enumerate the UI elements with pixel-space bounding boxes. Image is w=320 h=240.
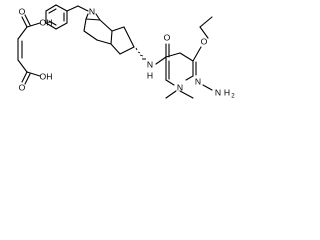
- bond: [165, 52, 181, 58]
- bond: [99, 19, 113, 32]
- maleic-acid: OH O OH O: [17, 6, 53, 92]
- bond: [179, 90, 194, 99]
- bond: [119, 46, 135, 55]
- bond: [95, 13, 101, 21]
- atom-label-o: O: [201, 36, 208, 46]
- bond: [21, 16, 28, 28]
- bond: [96, 39, 112, 45]
- bond: [55, 22, 68, 30]
- bond: [48, 8, 57, 14]
- bond: [21, 71, 28, 83]
- bond: [48, 20, 57, 26]
- bond: [85, 13, 89, 20]
- bond: [24, 73, 31, 85]
- atom-label-n: N: [215, 87, 221, 97]
- bond: [123, 26, 135, 48]
- bond: [165, 90, 177, 99]
- benzyl-group: [45, 4, 89, 30]
- atom-label-n: N: [147, 59, 153, 69]
- atom-label-o: O: [19, 82, 26, 92]
- atom-label-o: O: [164, 32, 171, 42]
- bond: [111, 26, 125, 32]
- bond: [192, 46, 202, 62]
- bond: [202, 84, 213, 91]
- bond: [199, 16, 213, 28]
- bond: [179, 52, 194, 62]
- bond: [17, 26, 28, 40]
- atom-label-n: N: [195, 76, 201, 86]
- ethoxy-group: O: [192, 16, 213, 62]
- chemical-structure-diagram: OH O OH O N: [17, 4, 235, 100]
- amide-linkage: N H O: [135, 32, 171, 80]
- atom-label-subscript: 2: [231, 93, 235, 100]
- bond: [110, 43, 121, 55]
- bond: [199, 26, 209, 39]
- bond: [26, 71, 41, 77]
- bond: [66, 5, 79, 12]
- atom-label-oh: OH: [40, 71, 53, 81]
- pyrimidine-ring: N N: [165, 52, 201, 99]
- bond: [45, 4, 57, 12]
- atom-label-o: O: [19, 6, 26, 16]
- bond: [45, 22, 57, 30]
- bond: [26, 22, 41, 28]
- bond: [155, 56, 167, 65]
- bond: [83, 18, 87, 32]
- bond: [165, 79, 175, 86]
- bicyclic-core: N: [83, 6, 135, 55]
- atom-label-h: H: [147, 70, 153, 80]
- atom-label-n: N: [177, 82, 183, 92]
- bond: [24, 14, 31, 26]
- bond: [55, 4, 68, 12]
- atom-label-n: N: [89, 6, 95, 16]
- bond: [185, 75, 194, 81]
- hashed-wedge-bond: [135, 47, 146, 60]
- bond: [83, 30, 98, 41]
- atom-label-h: H: [224, 87, 230, 97]
- bond: [85, 18, 101, 21]
- bond: [17, 59, 28, 73]
- bond: [77, 5, 89, 12]
- bond: [110, 30, 113, 45]
- amino-group: N H 2: [202, 84, 235, 100]
